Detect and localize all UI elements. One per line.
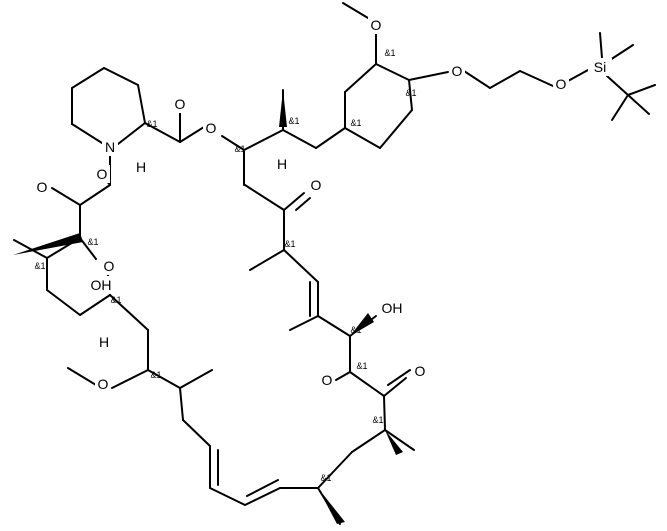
atom-labels: O O Si O O O N H H O O O OH O H OH O O O xyxy=(34,16,612,393)
mid-hydroxyl: OH xyxy=(379,299,405,317)
svg-text:O: O xyxy=(175,96,186,112)
pyran-hydroxyl: OH xyxy=(88,276,114,294)
ether-oxygen: O xyxy=(449,62,465,80)
svg-text:H: H xyxy=(136,159,146,175)
svg-text:OH: OH xyxy=(382,300,403,316)
svg-text:O: O xyxy=(97,166,108,182)
stereo-tag: &1 xyxy=(34,261,45,271)
svg-text:O: O xyxy=(98,376,109,392)
stereo-tag: &1 xyxy=(384,48,395,58)
bond-lines xyxy=(13,2,656,525)
methoxy-oxygen-mid: O xyxy=(319,371,335,389)
keto-oxygen-1: O xyxy=(34,178,50,196)
svg-text:Si: Si xyxy=(594,59,606,75)
pyran-oxygen: O xyxy=(101,257,117,275)
ester-carbonyl-oxygen: O xyxy=(172,95,188,113)
stereo-tag: &1 xyxy=(87,237,98,247)
stereo-labels: &1 &1 &1 &1 &1 &1 &1 &1 &1 &1 &1 &1 &1 &… xyxy=(34,48,416,483)
stereo-tag: &1 xyxy=(288,116,299,126)
ester-oxygen: O xyxy=(203,119,219,137)
svg-text:O: O xyxy=(415,363,426,379)
piperidine-nitrogen: N xyxy=(102,138,118,156)
stereo-tag: &1 xyxy=(284,239,295,249)
stereo-tag: &1 xyxy=(146,119,157,129)
stereo-tag: &1 xyxy=(372,415,383,425)
stereo-tag: &1 xyxy=(405,88,416,98)
stereo-tag: &1 xyxy=(350,325,361,335)
mid-ketone-oxygen: O xyxy=(308,176,324,194)
svg-text:O: O xyxy=(104,258,115,274)
svg-text:H: H xyxy=(99,334,109,350)
stereo-tag: &1 xyxy=(150,370,161,380)
right-ketone-oxygen: O xyxy=(412,362,428,380)
methoxy-oxygen-top: O xyxy=(368,16,384,34)
stereo-tag: &1 xyxy=(320,473,331,483)
svg-text:OH: OH xyxy=(91,277,112,293)
pyran-hydrogen: H xyxy=(96,333,112,351)
stereo-tag: &1 xyxy=(350,118,361,128)
silicon-atom: Si xyxy=(588,58,612,76)
svg-text:O: O xyxy=(206,120,217,136)
svg-text:N: N xyxy=(105,139,115,155)
svg-text:O: O xyxy=(371,17,382,33)
silyl-ether-oxygen: O xyxy=(553,75,569,93)
svg-text:O: O xyxy=(322,372,333,388)
piperidine-hydrogen: H xyxy=(133,158,149,176)
ester-hydrogen: H xyxy=(274,155,290,173)
svg-text:O: O xyxy=(556,76,567,92)
svg-text:O: O xyxy=(311,177,322,193)
methoxy-oxygen-left: O xyxy=(95,375,111,393)
stereo-tag: &1 xyxy=(356,361,367,371)
svg-text:O: O xyxy=(37,179,48,195)
stereo-tag: &1 xyxy=(110,295,121,305)
keto-oxygen-2: O xyxy=(94,165,110,183)
svg-text:H: H xyxy=(277,156,287,172)
svg-text:O: O xyxy=(452,63,463,79)
stereo-tag: &1 xyxy=(234,144,245,154)
